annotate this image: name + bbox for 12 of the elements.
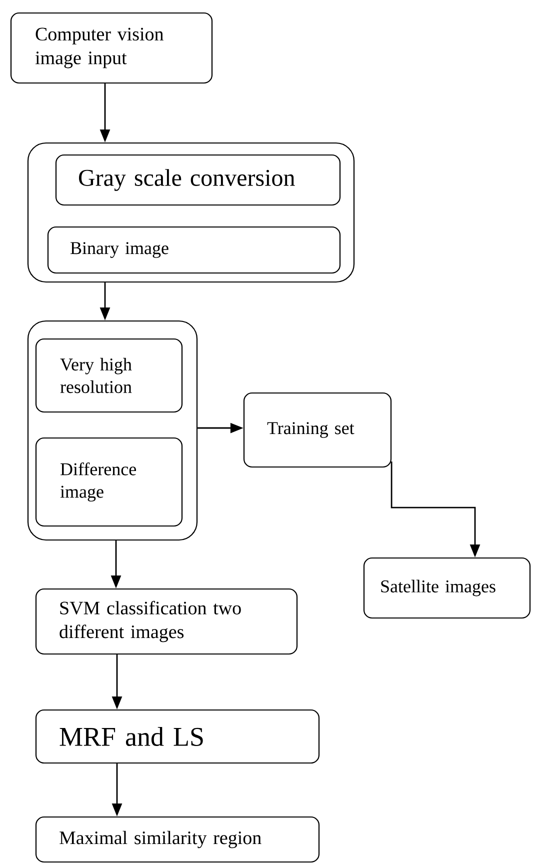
process-box: SVM classification two different images xyxy=(35,588,298,655)
process-box: Very high resolution xyxy=(35,338,183,413)
process-box: Satellite images xyxy=(363,557,531,619)
process-box: MRF and LS xyxy=(35,709,320,764)
process-box: Gray scale conversion xyxy=(55,154,341,206)
process-box: Maximal similarity region xyxy=(35,816,320,863)
group-box xyxy=(27,142,355,283)
process-box: Training set xyxy=(243,392,392,468)
group-box xyxy=(27,320,198,541)
process-box: Computer vision image input xyxy=(10,12,213,84)
process-box: Difference image xyxy=(35,437,183,527)
process-box: Binary image xyxy=(47,226,341,274)
